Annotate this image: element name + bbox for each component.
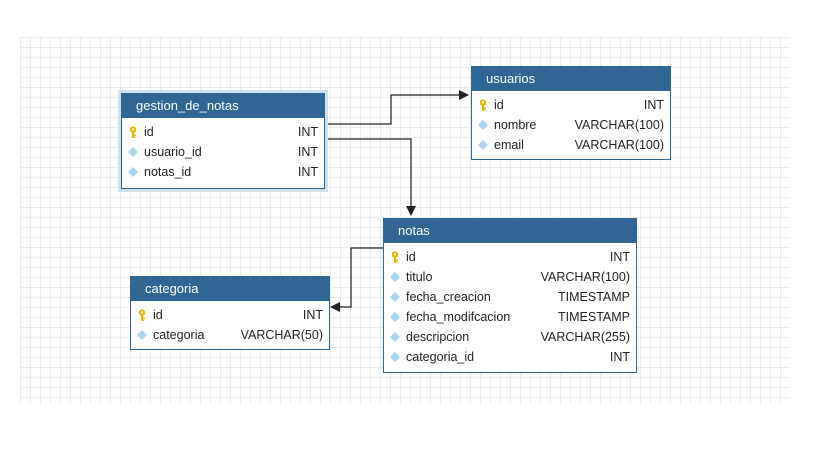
column-row[interactable]: id INT [122,122,324,142]
column-diamond-icon [389,271,401,283]
column-name: id [144,125,154,139]
column-type: INT [643,98,664,112]
connector-gestion-to-usuarios[interactable] [327,90,469,125]
column-name: email [494,138,524,152]
column-type: INT [302,308,323,322]
column-list: id INT nombre VARCHAR(100) email VARCHAR… [472,91,670,157]
column-diamond-icon [136,329,148,341]
column-name: titulo [406,270,433,284]
column-row[interactable]: titulo VARCHAR(100) [384,267,636,287]
column-type: INT [297,165,318,179]
column-name: descripcion [406,330,470,344]
table-title[interactable]: usuarios [472,67,670,91]
connector-notas-to-categoria[interactable] [330,247,383,312]
column-name: id [153,308,163,322]
table-gestion-de-notas[interactable]: gestion_de_notas id INT usuario_id INT n… [118,90,328,192]
primary-key-icon [389,251,401,263]
table-categoria[interactable]: categoria id INT categoria VARCHAR(50) [130,276,330,350]
column-name: id [494,98,504,112]
column-type: TIMESTAMP [558,310,630,324]
column-row[interactable]: notas_id INT [122,162,324,182]
column-type: VARCHAR(100) [574,138,664,152]
column-row[interactable]: descripcion VARCHAR(255) [384,327,636,347]
column-row[interactable]: id INT [472,95,670,115]
column-diamond-icon [127,166,139,178]
table-title[interactable]: notas [384,219,636,243]
column-diamond-icon [389,331,401,343]
column-list: id INT titulo VARCHAR(100) fecha_creacio… [384,243,636,369]
column-type: INT [297,145,318,159]
column-row[interactable]: id INT [384,247,636,267]
column-type: VARCHAR(50) [240,328,323,342]
column-row[interactable]: fecha_modifcacion TIMESTAMP [384,307,636,327]
column-name: usuario_id [144,145,202,159]
column-name: categoria_id [406,350,475,364]
column-list: id INT categoria VARCHAR(50) [131,301,329,347]
column-diamond-icon [127,146,139,158]
column-name: notas_id [144,165,192,179]
column-diamond-icon [389,291,401,303]
primary-key-icon [136,309,148,321]
column-row[interactable]: categoria VARCHAR(50) [131,325,329,345]
column-row[interactable]: fecha_creacion TIMESTAMP [384,287,636,307]
primary-key-icon [127,126,139,138]
column-diamond-icon [477,139,489,151]
column-row[interactable]: usuario_id INT [122,142,324,162]
column-name: id [406,250,416,264]
table-usuarios[interactable]: usuarios id INT nombre VARCHAR(100) emai… [471,66,671,160]
column-name: fecha_modifcacion [406,310,511,324]
column-type: TIMESTAMP [558,290,630,304]
table-title[interactable]: categoria [131,277,329,301]
column-type: INT [609,250,630,264]
connector-gestion-to-notas[interactable] [327,138,416,216]
column-diamond-icon [389,311,401,323]
column-type: VARCHAR(255) [540,330,630,344]
column-diamond-icon [389,351,401,363]
table-title[interactable]: gestion_de_notas [122,94,324,118]
column-row[interactable]: email VARCHAR(100) [472,135,670,155]
primary-key-icon [477,99,489,111]
table-notas[interactable]: notas id INT titulo VARCHAR(100) fecha_c… [383,218,637,373]
column-name: nombre [494,118,537,132]
column-name: categoria [153,328,205,342]
column-list: id INT usuario_id INT notas_id INT [122,118,324,184]
column-row[interactable]: categoria_id INT [384,347,636,367]
column-type: VARCHAR(100) [574,118,664,132]
column-type: VARCHAR(100) [540,270,630,284]
column-diamond-icon [477,119,489,131]
column-name: fecha_creacion [406,290,491,304]
column-row[interactable]: id INT [131,305,329,325]
column-type: INT [297,125,318,139]
column-row[interactable]: nombre VARCHAR(100) [472,115,670,135]
column-type: INT [609,350,630,364]
